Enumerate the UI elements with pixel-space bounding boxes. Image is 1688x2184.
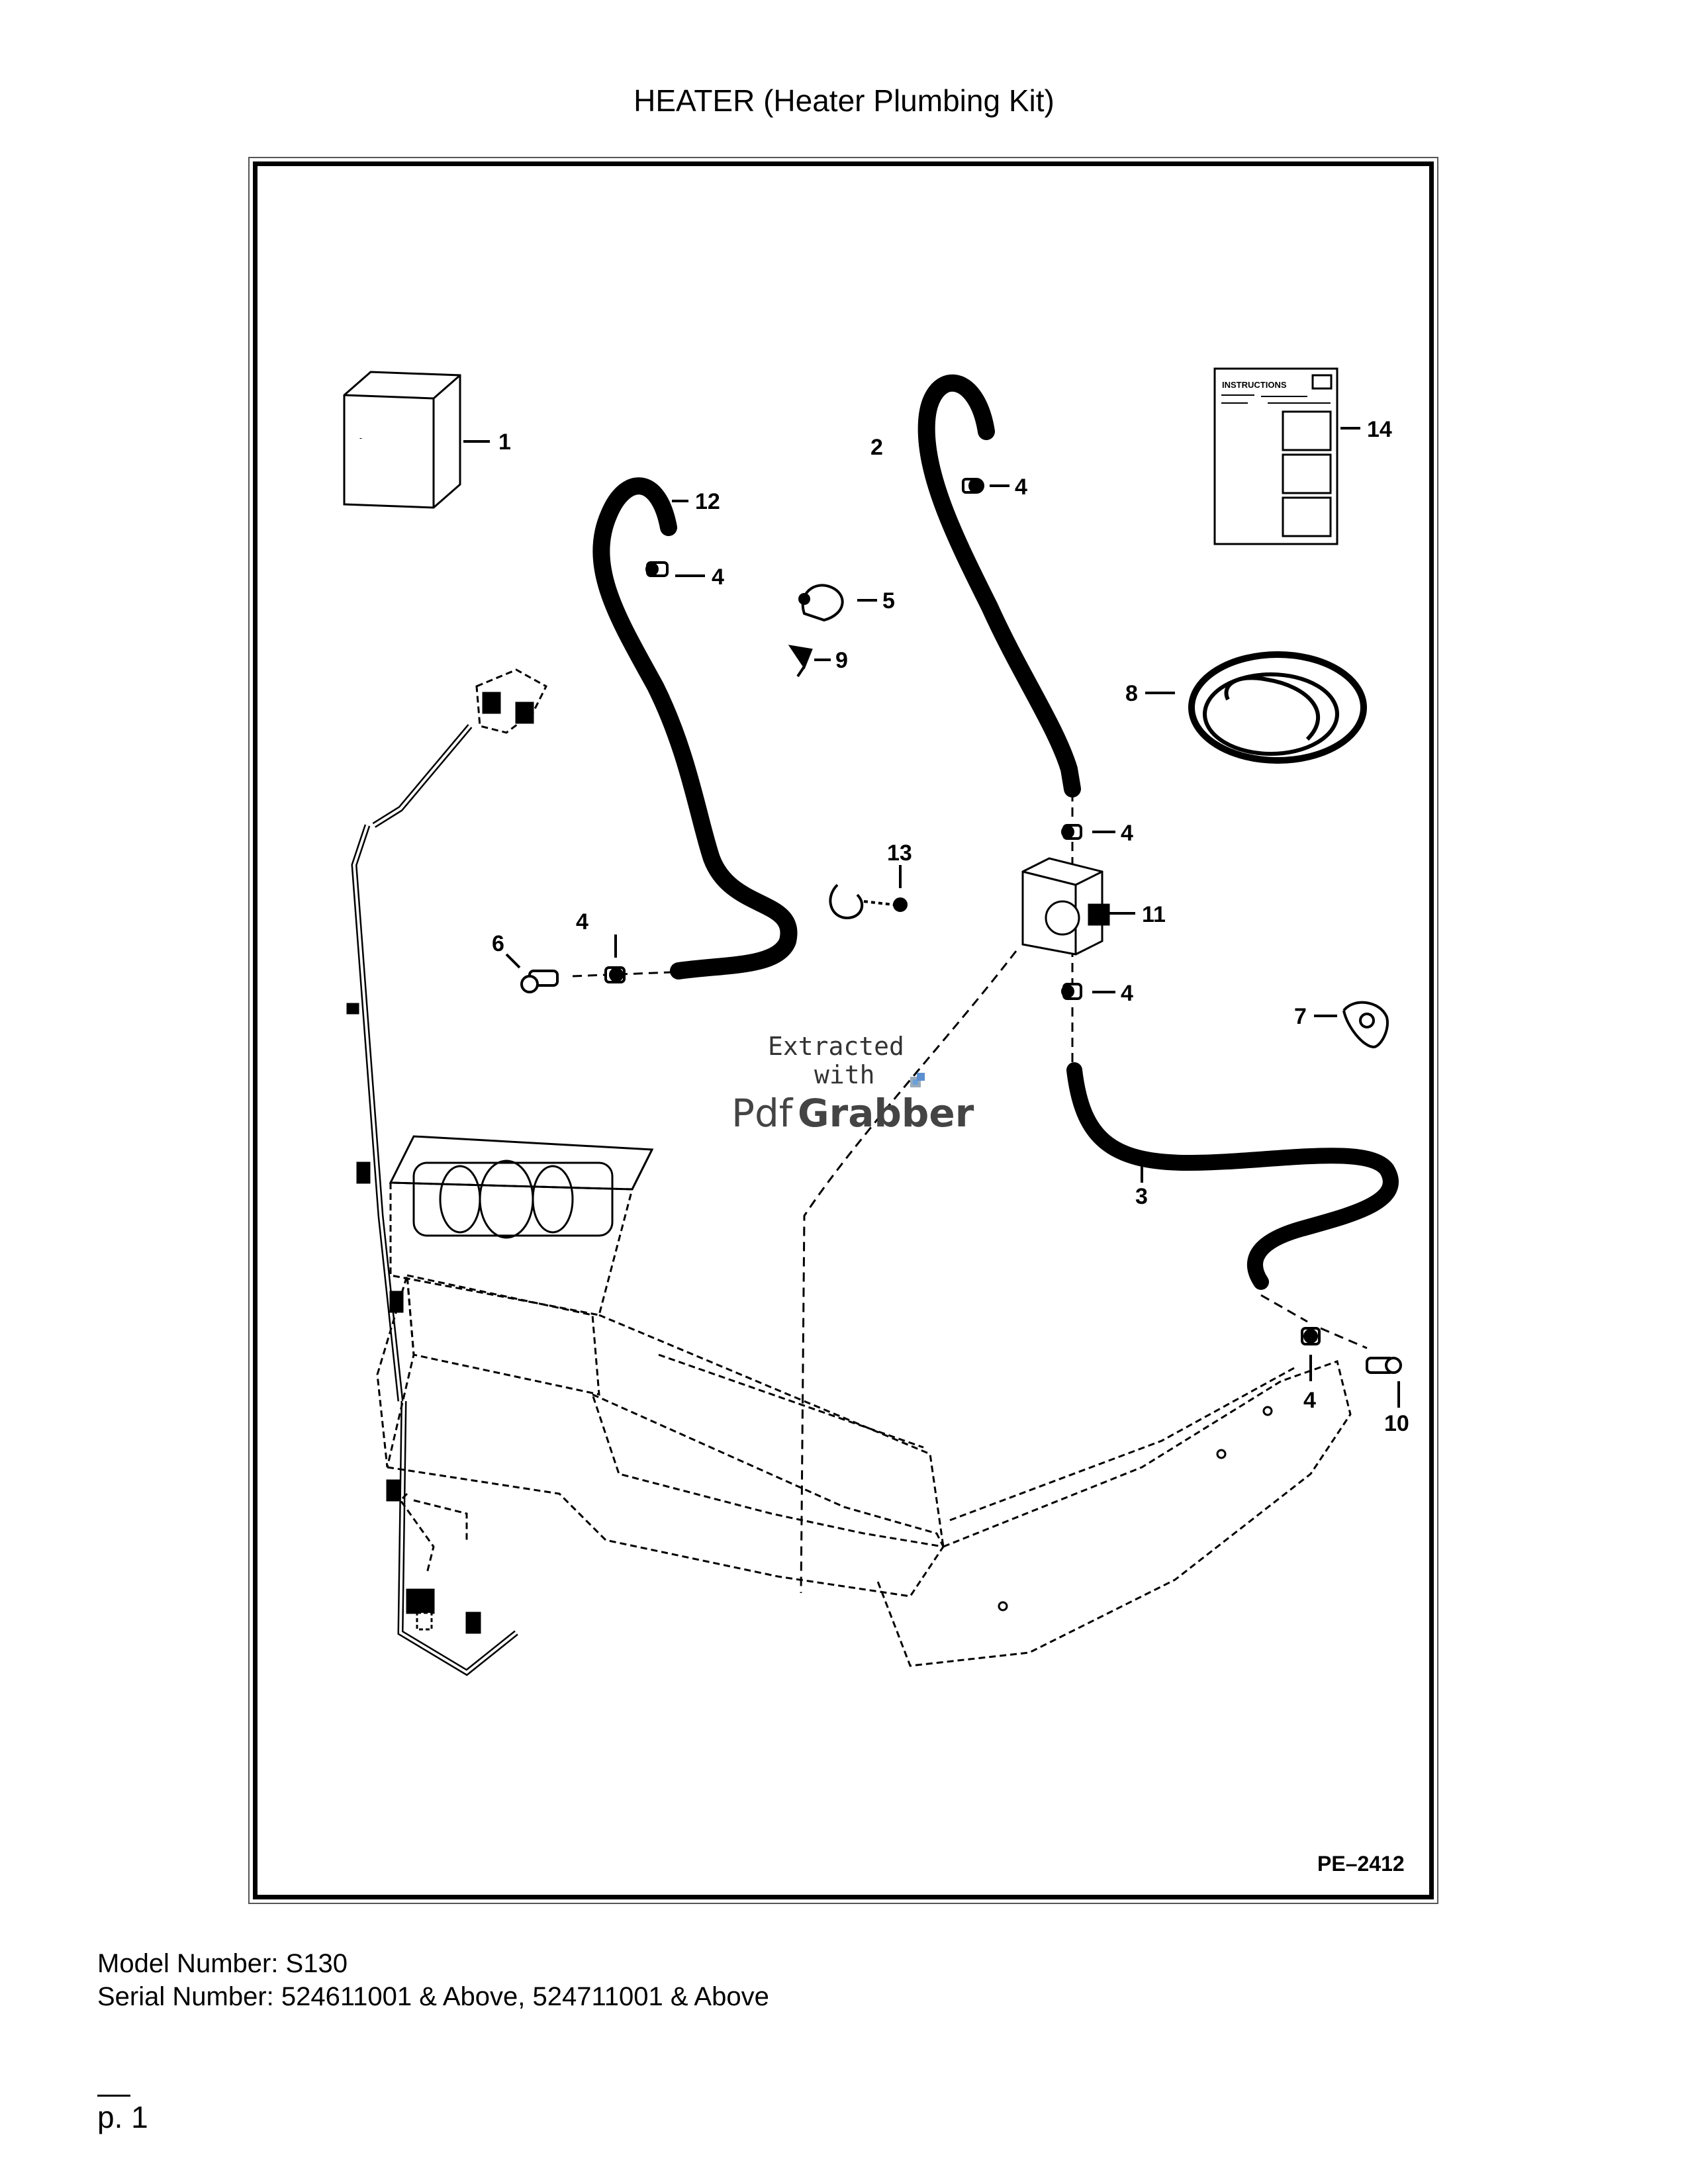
instructions-label: INSTRUCTIONS <box>1222 380 1287 390</box>
callout-12: 12 <box>695 489 720 514</box>
watermark-line1: Extracted <box>768 1032 904 1061</box>
callout-3: 3 <box>1135 1184 1148 1209</box>
callout-1: 1 <box>498 430 511 455</box>
part-5-loop-clamp <box>798 584 844 622</box>
callout-4a: 4 <box>1015 475 1027 500</box>
callout-11: 11 <box>1142 902 1166 927</box>
figure-frame <box>253 161 1434 1899</box>
part-9-screw <box>788 645 831 678</box>
pdfgrabber-logo-icon <box>910 1073 925 1087</box>
part-13-clip <box>829 865 908 920</box>
watermark-brand-pdf: Pdf <box>731 1091 794 1136</box>
page-rule <box>97 2095 130 2097</box>
figure-frame-outer <box>248 157 1438 1904</box>
part-7-clip <box>1314 1001 1389 1049</box>
watermark-brand-grabber: Grabber <box>798 1091 974 1136</box>
callout-4d: 4 <box>1121 981 1133 1006</box>
callouts: 1 2 3 4 4 4 4 4 4 5 6 7 8 9 10 11 12 13 … <box>492 417 1409 1436</box>
callout-5: 5 <box>882 588 895 614</box>
heater-plumbing-diagram: INSTRUCTIONS <box>343 367 1409 1876</box>
callout-7: 7 <box>1294 1004 1307 1029</box>
serial-number: Serial Number: 524611001 & Above, 524711… <box>97 1982 769 2011</box>
part-3-hose <box>1066 1062 1399 1290</box>
model-number: Model Number: S130 <box>97 1949 348 1978</box>
part-14-instructions <box>1213 367 1338 545</box>
callout-6: 6 <box>492 931 504 956</box>
callout-9: 9 <box>835 648 848 673</box>
callout-2: 2 <box>870 435 883 460</box>
callout-4e: 4 <box>576 909 588 934</box>
watermark: Extracted with Pdf Grabber <box>731 1032 974 1136</box>
callout-4c: 4 <box>1121 821 1133 846</box>
callout-8: 8 <box>1125 681 1138 706</box>
callout-10: 10 <box>1384 1411 1409 1436</box>
watermark-line2: with <box>814 1060 875 1089</box>
heater-housing <box>346 438 1352 1676</box>
callout-13: 13 <box>887 841 912 866</box>
figure-id: PE–2412 <box>1317 1852 1405 1876</box>
callout-14: 14 <box>1367 417 1392 442</box>
page-number: p. 1 <box>97 2100 148 2134</box>
part-8-coiled-tube <box>1188 651 1367 764</box>
part-10-fitting <box>1366 1357 1402 1408</box>
page-title: HEATER (Heater Plumbing Kit) <box>633 83 1055 118</box>
callout-4b: 4 <box>712 565 724 590</box>
part-1-box <box>343 371 461 509</box>
part-2-hose <box>917 374 1081 797</box>
part-6-fitting <box>505 953 559 993</box>
part-11-valve <box>1021 857 1110 956</box>
clamp-icons <box>604 478 1321 1345</box>
callout-4f: 4 <box>1303 1388 1316 1413</box>
part-12-hose <box>592 477 798 979</box>
